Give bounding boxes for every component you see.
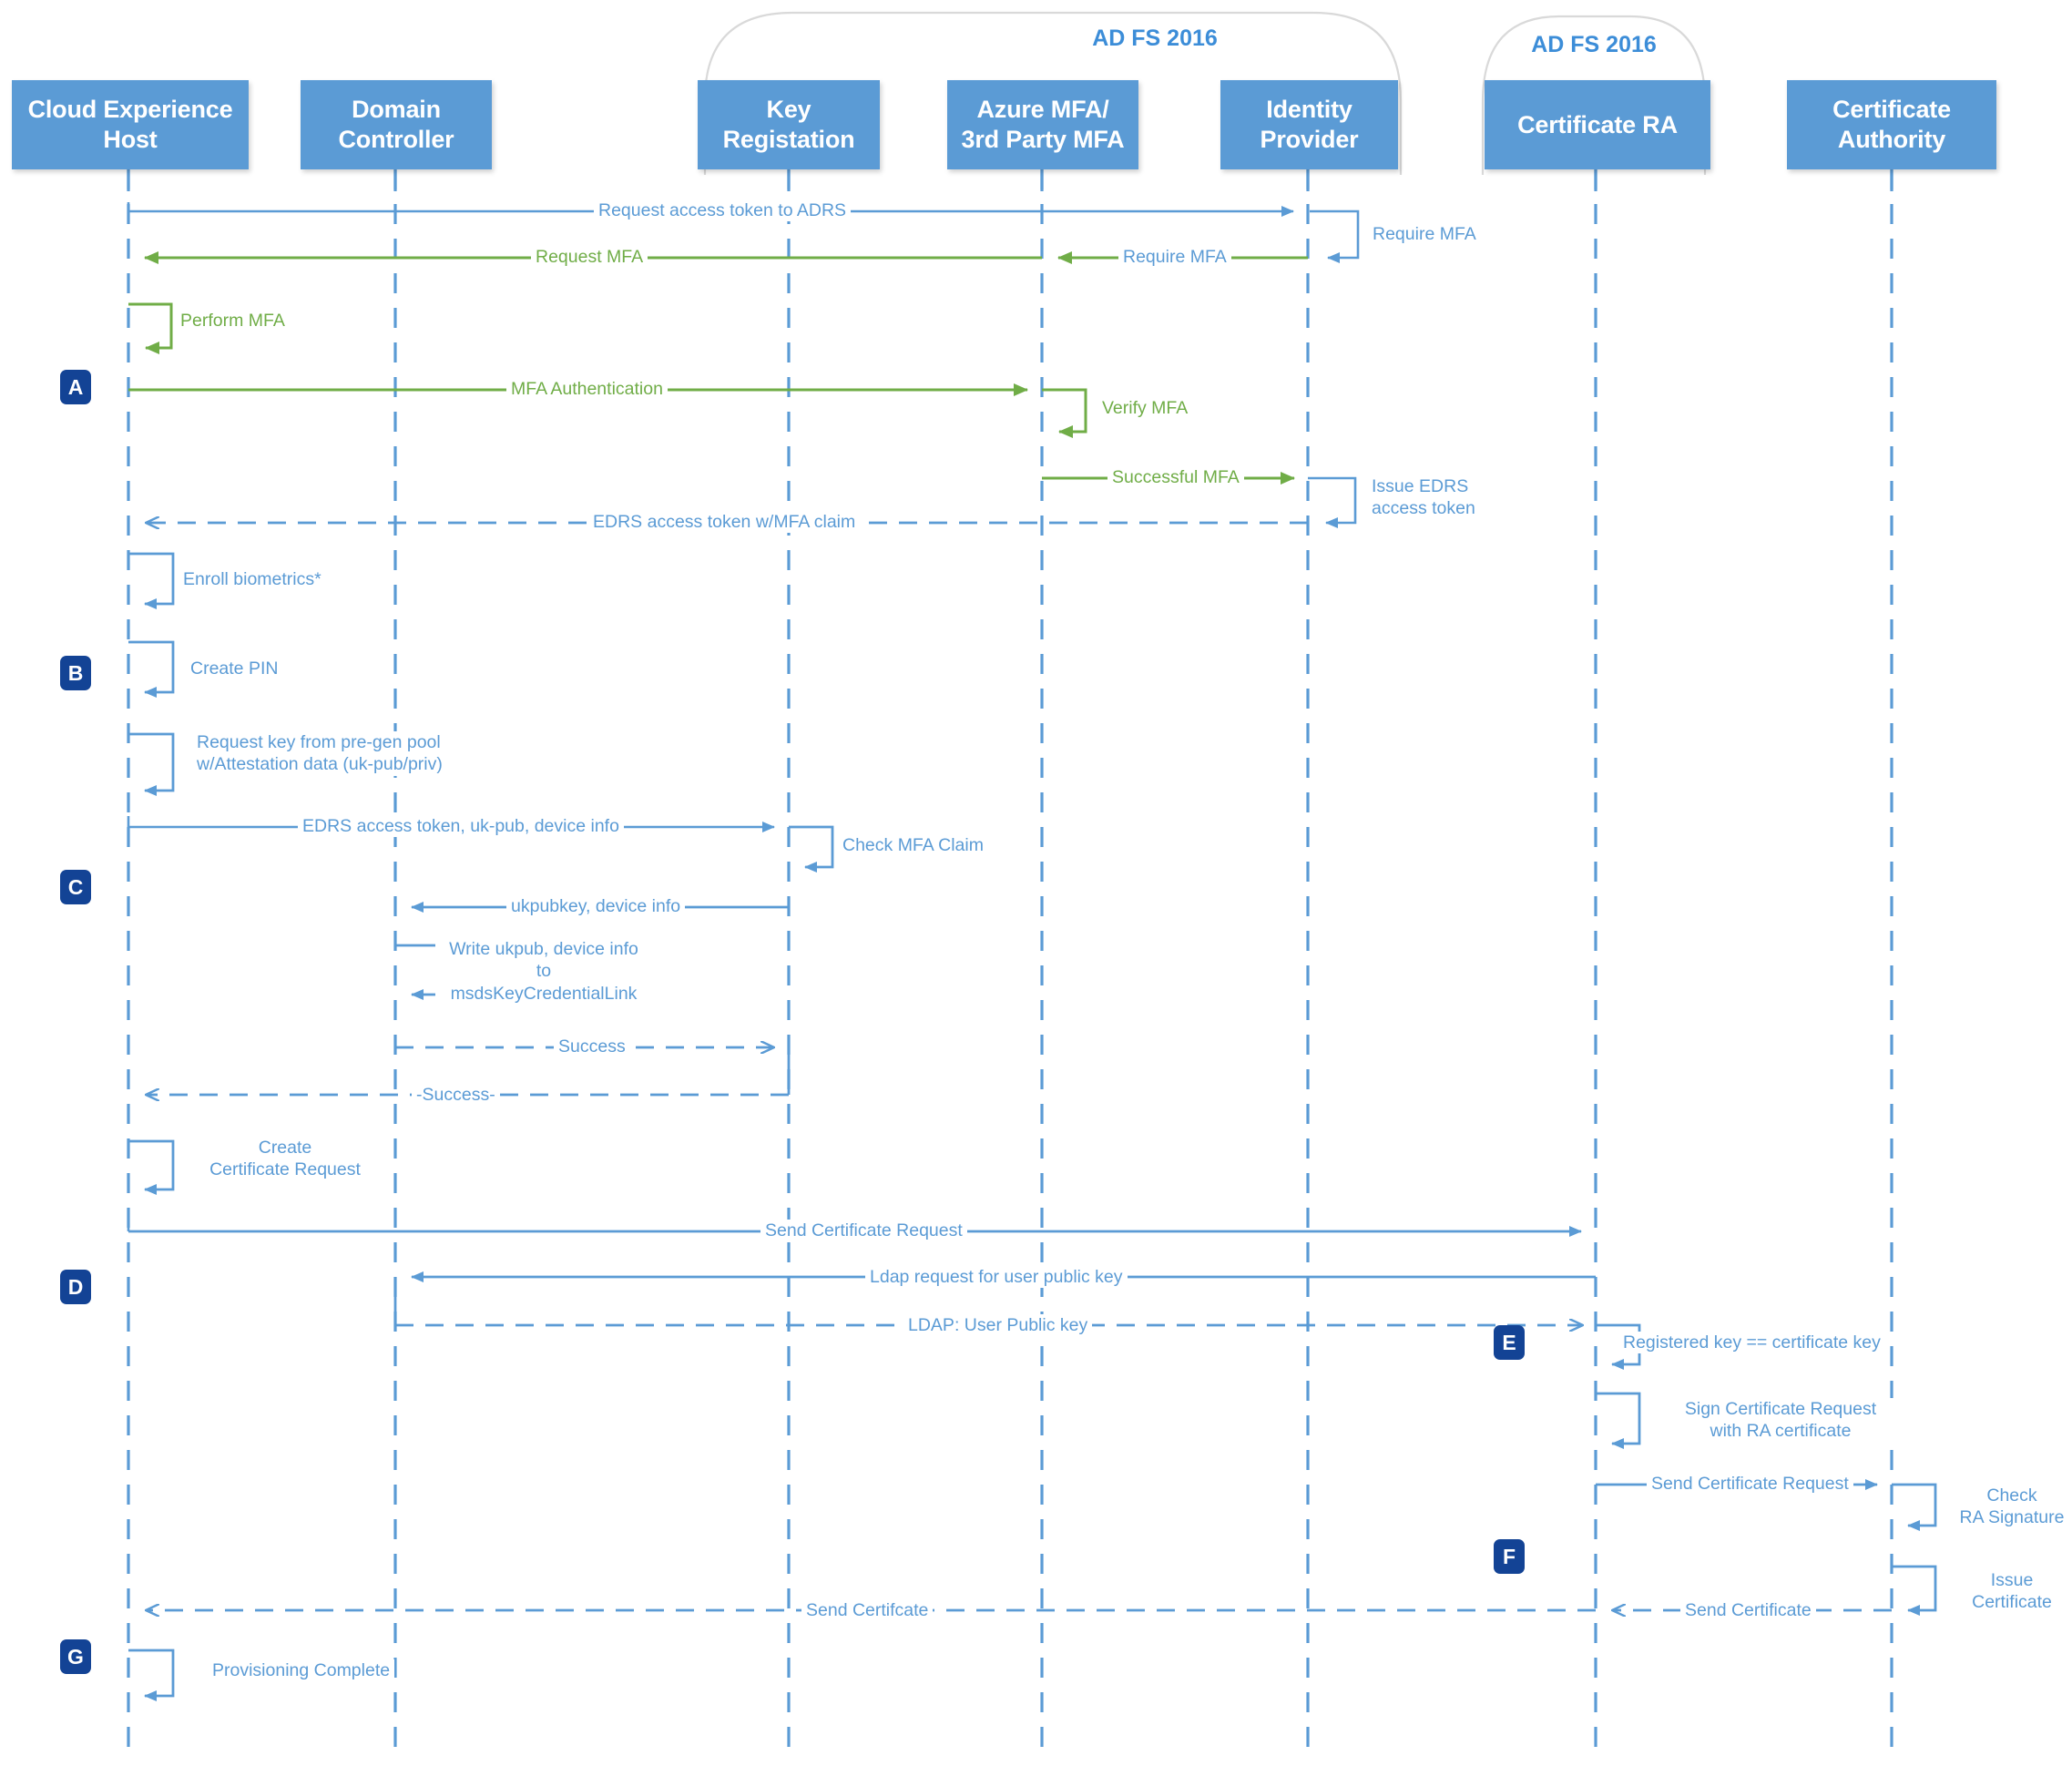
message-label-m14: EDRS access token, uk-pub, device info (298, 815, 624, 838)
message-arrow-m19 (146, 1047, 791, 1095)
message-label-m01: Request access token to ADRS (594, 199, 852, 222)
message-label-m03: Require MFA (1118, 246, 1231, 269)
message-arrow-m05 (128, 302, 173, 354)
lane-label-azure-mfa: Azure MFA/3rd Party MFA (961, 96, 1125, 153)
message-arrow-m02 (1310, 209, 1360, 263)
message-arrow-m15 (789, 825, 834, 873)
step-badge-f: F (1494, 1539, 1525, 1574)
message-arrow-m20 (128, 1139, 175, 1195)
message-arrow-m31 (128, 1649, 175, 1701)
message-arrow-m12 (128, 640, 175, 698)
message-label-m21: Send Certificate Request (760, 1220, 967, 1242)
message-arrow-m07 (1042, 388, 1087, 438)
message-label-m22: Ldap request for user public key (865, 1266, 1128, 1289)
message-label-m24: Registered key == certificate key (1618, 1332, 1885, 1354)
message-label-m08: Successful MFA (1107, 466, 1244, 489)
message-label-m02: Require MFA (1368, 223, 1481, 246)
message-label-m10: EDRS access token w/MFA claim (588, 511, 861, 534)
message-text-m03: Require MFA (1123, 247, 1227, 267)
message-label-m11: Enroll biometrics* (179, 568, 326, 591)
message-label-m16: ukpubkey, device info (506, 895, 686, 918)
message-arrow-m27 (1892, 1483, 1937, 1531)
step-badge-b: B (60, 656, 91, 690)
message-label-m26: Send Certificate Request (1647, 1473, 1853, 1495)
lane-azure-mfa[interactable]: Azure MFA/3rd Party MFA (947, 80, 1138, 169)
message-arrow-m17 (395, 944, 441, 1000)
message-label-m31: Provisioning Complete (208, 1659, 395, 1682)
message-arrow-m13 (128, 732, 175, 796)
message-label-m23: LDAP: User Public key (903, 1314, 1093, 1337)
message-label-m15: Check MFA Claim (838, 834, 988, 857)
message-label-m18: Success (554, 1036, 630, 1058)
step-badge-c: C (60, 870, 91, 904)
step-badge-e: E (1494, 1325, 1525, 1360)
message-label-m05: Perform MFA (176, 310, 290, 332)
message-arrow-m28 (1892, 1565, 1937, 1616)
step-badge-a: A (60, 370, 91, 404)
step-badge-g: G (60, 1639, 91, 1674)
message-label-m04: Request MFA (531, 246, 648, 269)
message-arrow-m25 (1596, 1392, 1641, 1449)
message-arrow-m09 (1308, 476, 1357, 528)
message-label-m07: Verify MFA (1097, 397, 1193, 420)
group-label-adfs-right: AD FS 2016 (1531, 32, 1657, 57)
message-label-m12: Create PIN (186, 658, 283, 680)
message-label-m06: MFA Authentication (506, 378, 668, 401)
message-label-m19: -Success- (412, 1084, 500, 1107)
message-label-m29: Send Certificate (1680, 1599, 1816, 1622)
message-arrow-m23 (393, 1277, 1583, 1325)
message-arrow-m11 (128, 552, 175, 609)
lane-certificate-ra[interactable]: Certificate RA (1485, 80, 1710, 169)
message-label-m30: Send Certifcate (801, 1599, 934, 1622)
group-label-adfs-left: AD FS 2016 (1092, 26, 1218, 51)
step-badge-d: D (60, 1270, 91, 1304)
lane-label-certificate-ra: Certificate RA (1517, 110, 1678, 138)
